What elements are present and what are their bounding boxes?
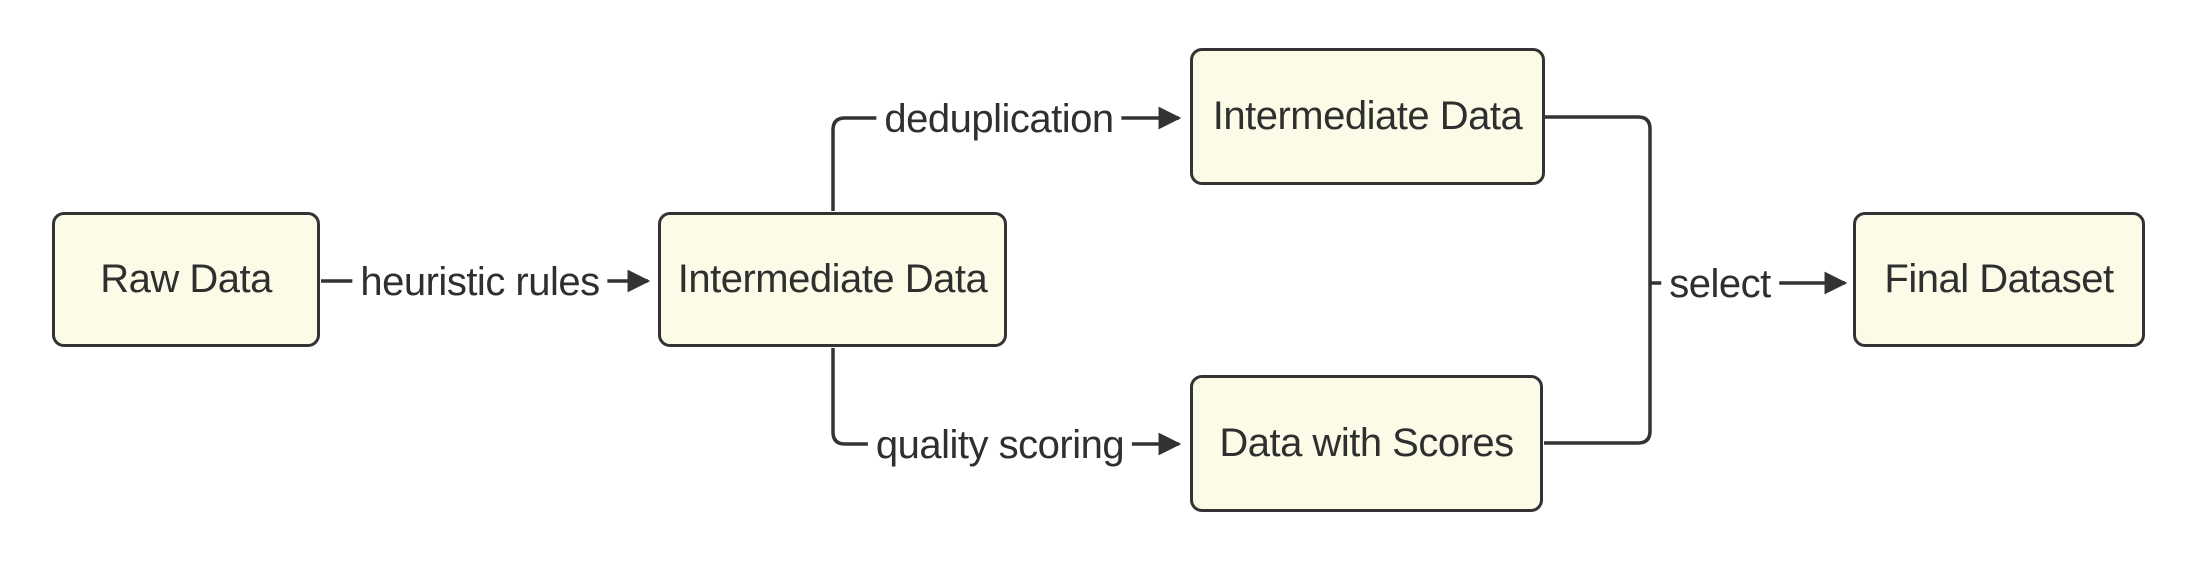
edge-merge-bracket-line	[1543, 115, 1652, 445]
node-intermediate-data-top-label: Intermediate Data	[1212, 94, 1523, 138]
edge-label-quality-scoring: quality scoring	[867, 421, 1133, 469]
node-final-dataset: Final Dataset	[1853, 212, 2145, 347]
node-raw-data-label: Raw Data	[100, 257, 272, 301]
edge-deduplication-line	[831, 106, 1182, 211]
node-intermediate-data-mid-label: Intermediate Data	[677, 257, 988, 301]
edge-label-select: select	[1661, 260, 1779, 308]
node-raw-data: Raw Data	[52, 212, 320, 347]
node-final-dataset-label: Final Dataset	[1884, 257, 2114, 301]
node-data-with-scores: Data with Scores	[1190, 375, 1543, 512]
node-intermediate-data-top: Intermediate Data	[1190, 48, 1545, 185]
edge-quality-scoring-line	[831, 348, 1182, 456]
edge-label-deduplication: deduplication	[876, 95, 1122, 143]
edge-label-heuristic-rules: heuristic rules	[352, 258, 608, 306]
node-intermediate-data-mid: Intermediate Data	[658, 212, 1007, 347]
node-data-with-scores-label: Data with Scores	[1219, 421, 1514, 465]
